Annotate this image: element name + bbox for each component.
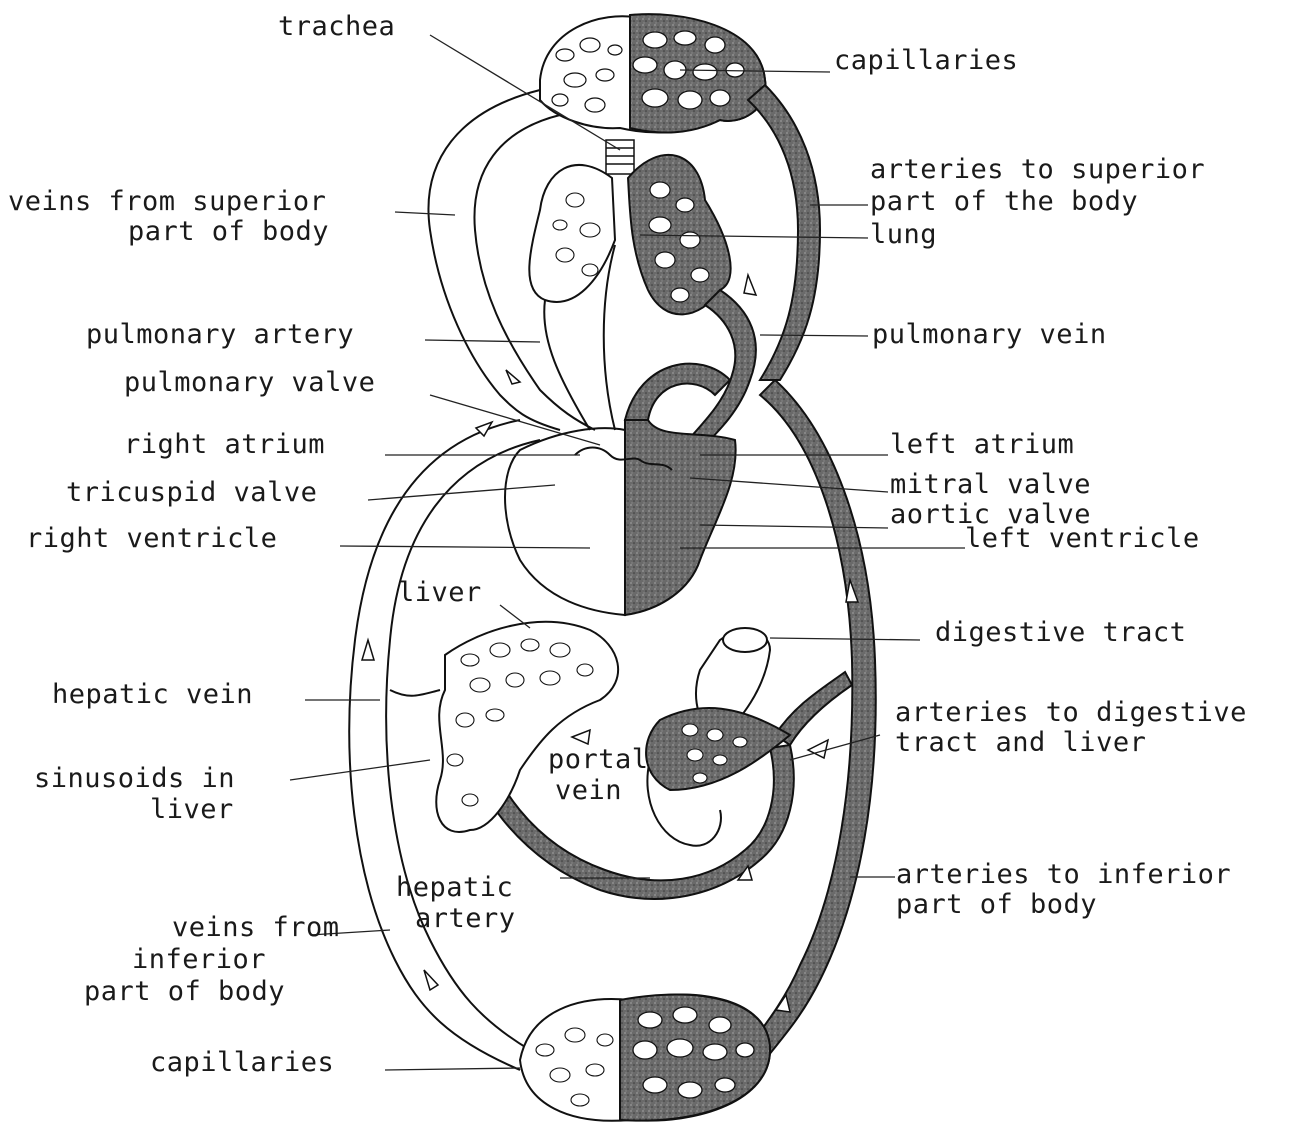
- label-arteries-superior-line1: arteries to superior: [870, 155, 1205, 185]
- label-veins-inferior-line2: inferior: [132, 945, 266, 975]
- label-capillaries-bottom: capillaries: [150, 1048, 334, 1078]
- label-right-ventricle: right ventricle: [26, 524, 277, 554]
- label-pulmonary-valve: pulmonary valve: [124, 368, 375, 398]
- label-hepatic-artery-line2: artery: [415, 904, 516, 934]
- label-tricuspid-valve: tricuspid valve: [66, 478, 317, 508]
- label-left-ventricle: left ventricle: [965, 524, 1200, 554]
- label-liver: liver: [398, 578, 482, 608]
- label-portal-vein-line1: portal: [548, 745, 649, 775]
- label-sinusoids-line2: liver: [150, 795, 234, 825]
- label-pulmonary-vein: pulmonary vein: [872, 320, 1107, 350]
- arrow-left-icon: [808, 740, 828, 758]
- label-hepatic-artery-line1: hepatic: [396, 873, 513, 903]
- label-hepatic-vein: hepatic vein: [52, 680, 253, 710]
- capillaries-bottom-bed: [520, 994, 770, 1120]
- label-left-atrium: left atrium: [890, 430, 1074, 460]
- label-digestive-tract: digestive tract: [935, 618, 1186, 648]
- arrow-up-icon: [424, 970, 438, 990]
- arrow-up-icon: [362, 640, 374, 660]
- label-veins-inferior-line3: part of body: [84, 977, 285, 1007]
- label-veins-superior-line2: part of body: [128, 217, 329, 247]
- label-veins-inferior-line1: veins from: [172, 913, 340, 943]
- label-arteries-digestive-line1: arteries to digestive: [895, 698, 1247, 728]
- capillaries-top-bed: [540, 14, 766, 132]
- label-trachea: trachea: [278, 12, 395, 42]
- lung-drawing: [529, 155, 730, 314]
- arrow-down-icon: [506, 370, 520, 384]
- label-veins-superior-line1: veins from superior: [8, 187, 326, 217]
- label-portal-vein-line2: vein: [555, 776, 622, 806]
- digestive-capillaries: [646, 708, 790, 790]
- label-pulmonary-artery: pulmonary artery: [86, 320, 354, 350]
- arrow-left-icon: [572, 730, 590, 744]
- label-capillaries-top: capillaries: [834, 46, 1018, 76]
- arrow-down-icon: [744, 275, 756, 295]
- label-arteries-digestive-line2: tract and liver: [895, 728, 1146, 758]
- label-right-atrium: right atrium: [124, 430, 325, 460]
- label-mitral-valve: mitral valve: [890, 470, 1091, 500]
- label-arteries-inferior-line2: part of body: [896, 890, 1097, 920]
- label-arteries-superior-line2: part of the body: [870, 187, 1138, 217]
- label-lung: lung: [870, 220, 937, 250]
- trachea-drawing: [606, 140, 634, 174]
- label-arteries-inferior-line1: arteries to inferior: [896, 860, 1231, 890]
- label-sinusoids-line1: sinusoids in: [34, 764, 235, 794]
